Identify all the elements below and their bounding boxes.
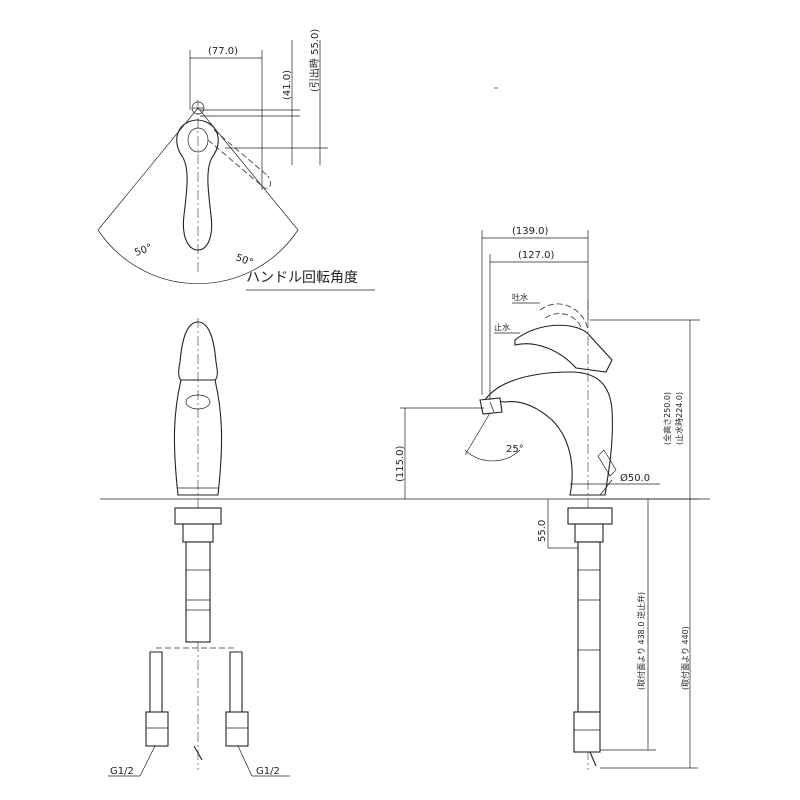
total-length-label: (取付面より 440) — [680, 626, 690, 690]
length-total-label: (139.0) — [512, 226, 549, 237]
water-off-label: 止水 — [494, 322, 510, 332]
top-handle-rotated-dashed — [207, 129, 271, 189]
side-handle — [514, 324, 613, 373]
angle-right-label: 50° — [234, 252, 254, 268]
shank-dim-label: 55.0 — [537, 520, 548, 542]
front-hose-right — [229, 651, 243, 713]
side-spout-tip — [479, 397, 503, 415]
front-connector-left — [145, 711, 169, 747]
handle-rotation-caption: ハンドル回転角度 — [246, 270, 358, 286]
height-off-label: (止水時224.0) — [674, 392, 684, 445]
side-body — [484, 371, 613, 496]
water-on-label: 吐水 — [512, 292, 528, 302]
height-total-label: (全高さ250.0) — [662, 392, 672, 445]
top-handle-outline — [176, 119, 219, 251]
side-view: 25° (139.0) (127.0) 吐水 止水 (全高さ250.0) (止水… — [395, 226, 700, 770]
side-handle-raised-dashed — [539, 303, 589, 331]
side-connector — [573, 711, 601, 753]
offset-dim-label: (41.0) — [282, 70, 293, 100]
front-body — [173, 379, 223, 496]
spout-height-label: (115.0) — [395, 445, 406, 482]
length-spout-label: (127.0) — [518, 250, 555, 261]
top-view: (77.0) (41.0) (引出時 55.0) 50° 50° ハンドル回転角… — [97, 29, 375, 291]
front-shank-nut — [174, 507, 222, 525]
tilt-angle-label: 25° — [506, 444, 524, 455]
front-hose-left — [149, 651, 163, 713]
rotation-arc — [97, 229, 299, 285]
base-diameter-label: Ø50.0 — [620, 472, 650, 484]
thread-right-label: G1/2 — [256, 766, 280, 777]
front-hose-bundle — [185, 541, 211, 643]
front-view: G1/2 G1/2 — [108, 318, 290, 777]
thread-left-label: G1/2 — [110, 766, 134, 777]
hose-length-label: (取付面より 438.0 逆止弁) — [636, 592, 646, 690]
spout-dim-label: (引出時 55.0) — [308, 29, 321, 92]
side-hose — [577, 541, 601, 713]
front-connector-right — [225, 711, 249, 747]
side-shank-nut — [567, 507, 613, 525]
angle-left-label: 50° — [133, 242, 153, 258]
width-dim-label: (77.0) — [208, 46, 238, 57]
